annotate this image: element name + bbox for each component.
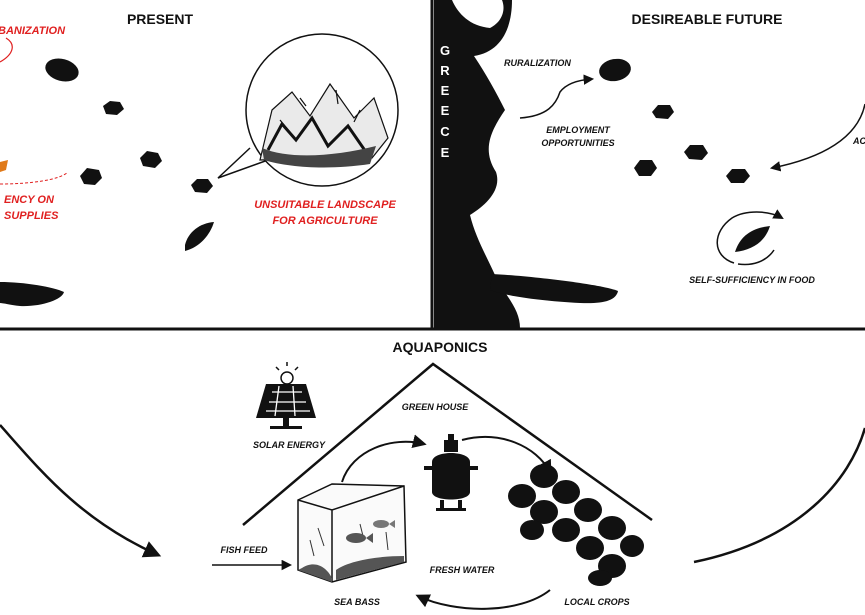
island-blob-north bbox=[599, 58, 631, 82]
sea-bass-label: SEA BASS bbox=[334, 597, 380, 607]
island-hexagon bbox=[191, 179, 213, 193]
employment-label-line1: EMPLOYMENT bbox=[546, 125, 611, 135]
ruralization-arrow bbox=[519, 74, 595, 119]
greece-letter-r: R bbox=[440, 63, 450, 78]
island-hexagon bbox=[103, 101, 124, 115]
greece-letter-c: C bbox=[440, 124, 450, 139]
peninsula-coast bbox=[490, 274, 618, 304]
local-crops-icon bbox=[508, 464, 644, 586]
local-crops-label: LOCAL CROPS bbox=[564, 597, 629, 607]
dependency-dashed-arrow bbox=[0, 171, 69, 185]
right-flow-arrow bbox=[693, 427, 865, 564]
greece-letter-e: E bbox=[441, 145, 450, 160]
island-hexagon bbox=[140, 151, 162, 168]
cut-label: AC bbox=[852, 136, 865, 146]
self-sufficiency-label: SELF-SUFFICIENCY IN FOOD bbox=[689, 275, 815, 285]
crops-to-tank-arrow bbox=[415, 589, 551, 610]
green-house-label: GREEN HOUSE bbox=[402, 402, 470, 412]
future-panel: G R E E C E DESIREABLE FUTURE RURALIZATI… bbox=[434, 0, 865, 328]
mountain-landscape-illustration bbox=[259, 82, 389, 161]
urbanization-arrow bbox=[0, 37, 13, 63]
greece-letter-e: E bbox=[441, 103, 450, 118]
unsuitable-landscape-line2: FOR AGRICULTURE bbox=[272, 215, 378, 227]
solar-panel-icon bbox=[256, 362, 316, 429]
aquaponics-title: AQUAPONICS bbox=[393, 339, 488, 355]
panel-dividers bbox=[0, 0, 865, 331]
fish-feed-label: FISH FEED bbox=[220, 545, 268, 555]
present-panel: PRESENT BANIZATION ENCY ON SUPPLIES UNSU… bbox=[0, 11, 399, 307]
left-flow-arrow bbox=[0, 424, 162, 558]
employment-label-line2: OPPORTUNITIES bbox=[541, 138, 614, 148]
island-hexagon bbox=[726, 169, 750, 183]
peninsula-coast bbox=[0, 282, 64, 307]
fish-tank-icon bbox=[297, 483, 407, 583]
tank-to-filter-arrow bbox=[341, 434, 427, 483]
greenhouse-roof bbox=[242, 362, 653, 526]
greece-silhouette bbox=[434, 0, 520, 328]
island-hexagon bbox=[652, 105, 674, 119]
dependency-label-line1: ENCY ON bbox=[4, 194, 55, 206]
unsuitable-landscape-line1: UNSUITABLE LANDSCAPE bbox=[254, 199, 396, 211]
leaf-icon bbox=[735, 226, 770, 252]
future-title: DESIREABLE FUTURE bbox=[632, 11, 783, 27]
landscape-speech-bubble bbox=[217, 33, 399, 187]
biofilter-tank-icon bbox=[424, 434, 478, 511]
incoming-arrow bbox=[769, 103, 865, 172]
present-title: PRESENT bbox=[127, 11, 194, 27]
greece-letter-e: E bbox=[441, 83, 450, 98]
island-hexagon bbox=[634, 160, 657, 176]
self-sufficiency-cycle bbox=[716, 209, 784, 266]
fresh-water-label: FRESH WATER bbox=[430, 565, 495, 575]
aquaponics-panel: AQUAPONICS GREEN HOUSE SOLAR ENERGY bbox=[0, 339, 865, 610]
island-hexagon bbox=[684, 145, 708, 160]
urbanization-label: BANIZATION bbox=[0, 25, 66, 37]
crop-sprout-icon bbox=[0, 160, 8, 172]
island-hexagon bbox=[80, 168, 102, 185]
dependency-label-line2: SUPPLIES bbox=[4, 210, 59, 222]
solar-energy-label: SOLAR ENERGY bbox=[253, 440, 326, 450]
greece-letter-g: G bbox=[440, 43, 450, 58]
ruralization-label: RURALIZATION bbox=[504, 58, 571, 68]
island-leaf bbox=[185, 222, 214, 251]
island-blob-north bbox=[45, 58, 79, 82]
